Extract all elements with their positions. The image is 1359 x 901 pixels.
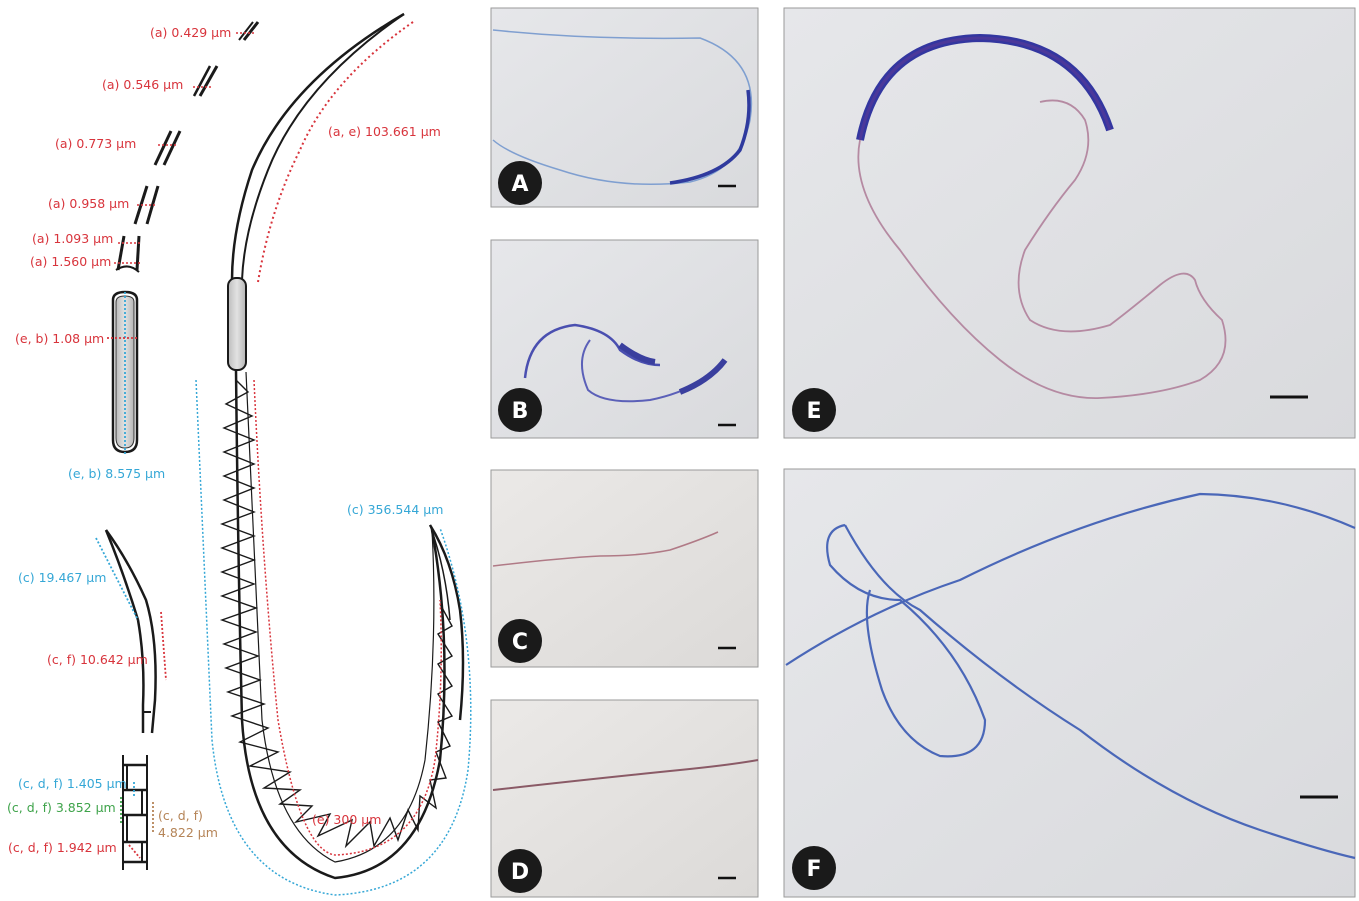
measurement-labels: (a) 0.429 µm (a) 0.546 µm (a) 0.773 µm (… <box>7 25 443 855</box>
label-a-1560: (a) 1.560 µm <box>30 254 111 269</box>
label-c-356544: (c) 356.544 µm <box>347 502 443 517</box>
label-a-0773: (a) 0.773 µm <box>55 136 136 151</box>
micrograph-panel-c: C <box>491 470 758 667</box>
label-cf-10642: (c, f) 10.642 µm <box>47 652 148 667</box>
svg-text:D: D <box>511 860 529 885</box>
label-a-0546: (a) 0.546 µm <box>102 77 183 92</box>
svg-text:B: B <box>512 399 529 424</box>
micrograph-panel-a: A <box>491 8 758 207</box>
svg-text:C: C <box>512 630 528 655</box>
micrograph-panel-f: F <box>784 469 1355 897</box>
label-cdf-3852: (c, d, f) 3.852 µm <box>7 800 116 815</box>
bulb-detail <box>107 292 138 455</box>
label-cdf-1405: (c, d, f) 1.405 µm <box>18 776 127 791</box>
label-a-0429: (a) 0.429 µm <box>150 25 231 40</box>
label-cdf-1942: (c, d, f) 1.942 µm <box>8 840 117 855</box>
panel-a-badge: A <box>498 161 542 205</box>
panel-b-badge: B <box>498 388 542 432</box>
svg-text:E: E <box>806 399 821 424</box>
segment-detail <box>121 755 153 870</box>
label-c-19467: (c) 19.467 µm <box>18 570 106 585</box>
tip-segment-0773 <box>155 131 180 165</box>
panel-f-badge: F <box>792 846 836 890</box>
tip-segment-0958 <box>135 186 158 224</box>
label-cdf-4822-line1: (c, d, f) <box>158 808 203 823</box>
micrograph-panel-d: D <box>491 700 758 897</box>
panel-e-badge: E <box>792 388 836 432</box>
label-cdf-4822-line2: 4.822 µm <box>158 825 218 840</box>
label-a-1093: (a) 1.093 µm <box>32 231 113 246</box>
tip-segment-0429 <box>236 22 258 40</box>
full-organism-drawing <box>196 14 471 895</box>
tip-segment-0546 <box>193 66 217 96</box>
hook-detail <box>96 530 166 733</box>
tip-segment-1093-1560 <box>114 236 141 272</box>
label-a-0958: (a) 0.958 µm <box>48 196 129 211</box>
svg-text:A: A <box>511 172 528 197</box>
panel-c-badge: C <box>498 619 542 663</box>
label-ae-103661: (a, e) 103.661 µm <box>328 124 441 139</box>
svg-text:F: F <box>806 857 821 882</box>
label-eb-8575: (e, b) 8.575 µm <box>68 466 165 481</box>
micrograph-panel-e: E <box>784 8 1355 438</box>
label-eb-108: (e, b) 1.08 µm <box>15 331 104 346</box>
micrograph-panel-b: B <box>491 240 758 438</box>
panel-d-badge: D <box>498 849 542 893</box>
label-e-300: (e) 300 µm <box>312 812 381 827</box>
